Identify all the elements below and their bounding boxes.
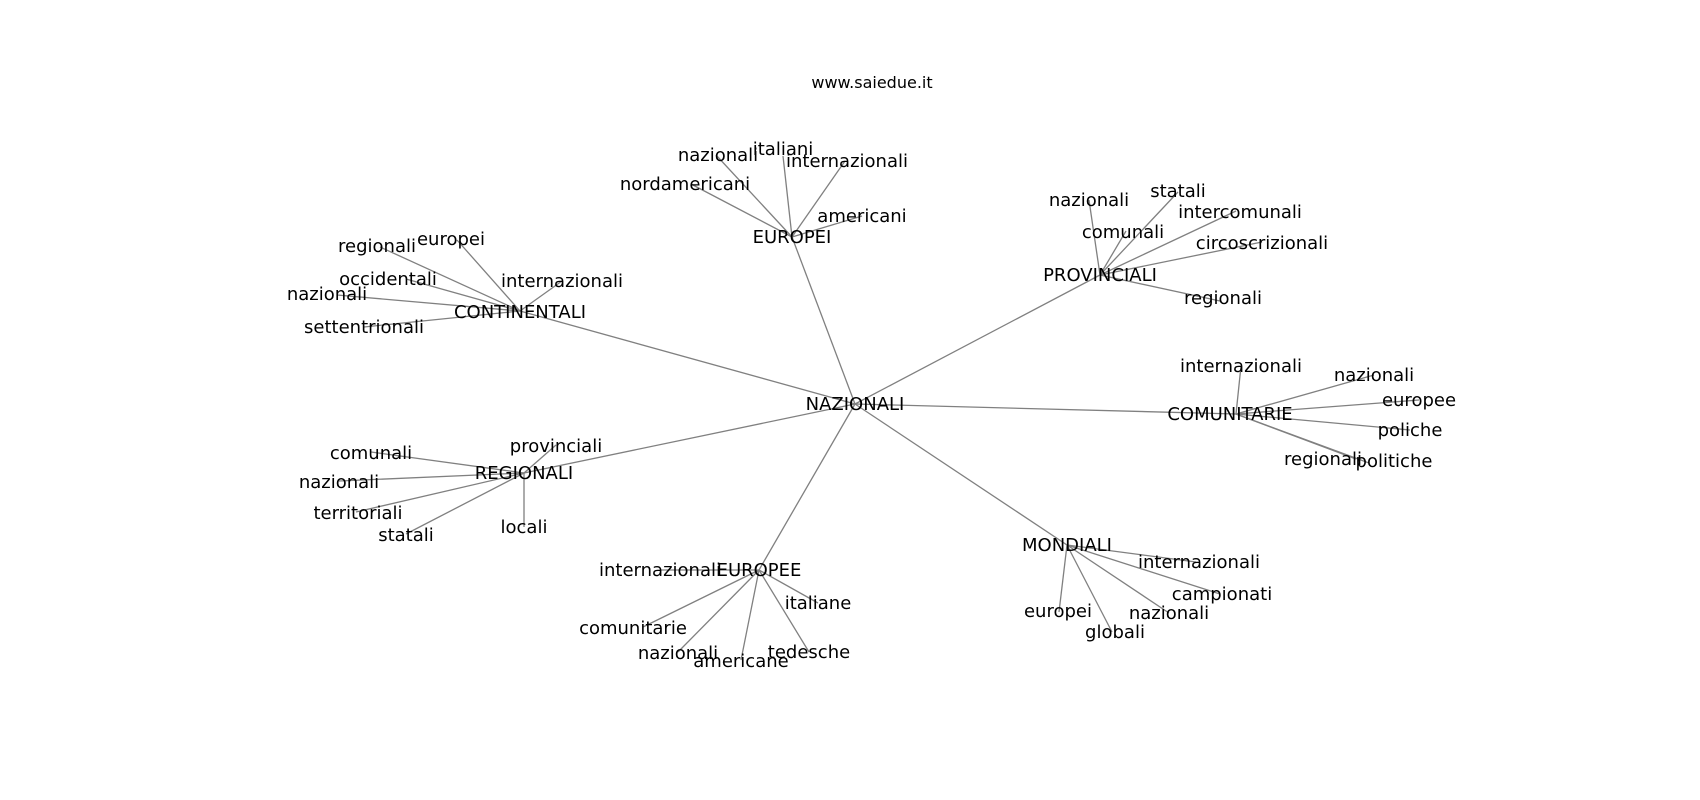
leaf-label: americane <box>693 651 788 672</box>
leaf-label: regionali <box>1284 449 1362 470</box>
hub-mondiali-label: MONDIALI <box>1022 535 1112 556</box>
graph-edge <box>642 569 760 628</box>
graph-edge <box>1235 413 1411 431</box>
graph-edge <box>1235 413 1370 464</box>
graph-edge <box>523 444 557 474</box>
leaf-label: comunali <box>330 443 412 464</box>
leaf-label: poliche <box>1378 420 1443 441</box>
graph-edge <box>370 451 525 474</box>
leaf-label: nordamericani <box>620 174 750 195</box>
graph-edge <box>405 472 525 535</box>
leaf-label: internazionali <box>599 560 721 581</box>
graph-edge <box>523 403 856 474</box>
graph-edge <box>1088 199 1101 276</box>
hub-regionali-label: REGIONALI <box>475 463 573 484</box>
leaf-label: nazionali <box>1129 603 1209 624</box>
leaf-label: settentrionali <box>304 317 424 338</box>
leaf-label: tedesche <box>768 642 850 663</box>
graph-edge <box>1099 241 1263 276</box>
leaf-label: nazionali <box>299 472 379 493</box>
leaf-label: provinciali <box>510 436 602 457</box>
graph-edge <box>1058 544 1068 613</box>
leaf-label: statali <box>378 525 434 546</box>
graph-edge <box>1099 191 1179 276</box>
leaf-label: circoscrizionali <box>1196 233 1328 254</box>
leaf-label: americani <box>817 206 906 227</box>
site-title: www.saiedue.it <box>811 73 932 92</box>
leaf-label: nazionali <box>678 145 758 166</box>
leaf-label: comunali <box>1082 222 1164 243</box>
graph-edge <box>758 569 819 604</box>
graph-edge <box>1066 544 1221 595</box>
graph-edge <box>1066 544 1113 633</box>
graph-edge <box>363 310 521 328</box>
graph-edge <box>1099 230 1127 276</box>
leaf-label: locali <box>501 517 548 538</box>
leaf-label: internazionali <box>1180 356 1302 377</box>
graph-edge <box>758 403 856 571</box>
graph-edge <box>1099 274 1221 302</box>
hub-europee-label: EUROPEE <box>717 560 802 581</box>
graph-edge <box>519 310 856 405</box>
leaf-label: occidentali <box>339 269 437 290</box>
leaf-label: italiani <box>753 139 814 160</box>
leaf-label: globali <box>1085 622 1145 643</box>
graph-edge <box>1235 374 1375 415</box>
graph-edge <box>740 569 760 661</box>
leaf-label: politiche <box>1356 451 1433 472</box>
leaf-label: regionali <box>338 236 416 257</box>
leaf-label: campionati <box>1172 584 1272 605</box>
graph-edge <box>758 569 810 653</box>
leaf-label: europei <box>1024 601 1092 622</box>
graph-edge <box>1235 399 1420 415</box>
root-node-label: NAZIONALI <box>806 394 905 415</box>
graph-edge <box>456 239 521 312</box>
labels-group: NAZIONALI EUROPEI nazionali italiani int… <box>287 139 1456 672</box>
graph-edge <box>405 278 521 312</box>
graph-edge <box>1099 210 1237 276</box>
leaf-label: europei <box>417 229 485 250</box>
leaf-label: europee <box>1382 390 1456 411</box>
hub-europei-label: EUROPEI <box>753 227 832 248</box>
graph-edge <box>782 155 793 238</box>
graph-edge <box>677 569 760 653</box>
hub-continentali-label: CONTINENTALI <box>454 302 586 323</box>
edges-group <box>336 154 1420 661</box>
graph-edge <box>690 183 793 238</box>
leaf-label: intercomunali <box>1178 202 1302 223</box>
graph-edge <box>1066 544 1170 614</box>
leaf-label: nazionali <box>1049 190 1129 211</box>
leaf-label: italiane <box>785 593 852 614</box>
graph-edge <box>854 274 1101 405</box>
graph-edge <box>791 215 863 238</box>
graph-edge <box>338 472 525 482</box>
leaf-label: comunitarie <box>579 618 687 639</box>
leaf-label: statali <box>1150 181 1206 202</box>
hub-provinciali-label: PROVINCIALI <box>1043 265 1157 286</box>
leaf-label: internazionali <box>501 271 623 292</box>
leaf-label: nazionali <box>1334 365 1414 386</box>
graph-edge <box>379 246 521 312</box>
graph-edge <box>854 403 1237 415</box>
graph-edge <box>791 160 846 238</box>
leaf-label: internazionali <box>1138 552 1260 573</box>
graph-edge <box>1235 365 1242 415</box>
graph-edge <box>355 472 525 513</box>
leaf-label: regionali <box>1184 288 1262 309</box>
leaf-label: territoriali <box>313 503 402 524</box>
graph-edge <box>519 280 563 312</box>
hub-comunitarie-label: COMUNITARIE <box>1167 404 1292 425</box>
graph-edge <box>715 154 793 238</box>
graph-edge <box>1066 544 1197 563</box>
leaf-label: nazionali <box>287 284 367 305</box>
graph-edge <box>791 236 856 405</box>
leaf-label: internazionali <box>786 151 908 172</box>
graph-edge <box>336 294 521 312</box>
leaf-label: nazionali <box>638 643 718 664</box>
graph-edge <box>854 403 1068 546</box>
